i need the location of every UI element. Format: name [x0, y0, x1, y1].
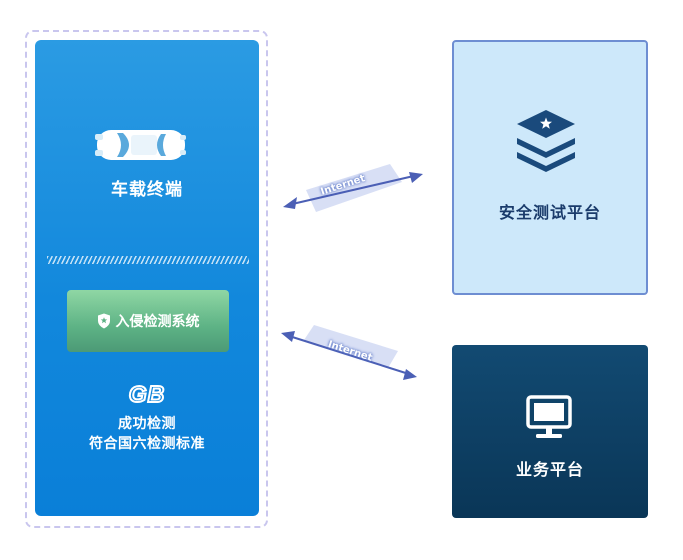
bottom-connection-band: [304, 325, 398, 368]
vehicle-group-frame: [25, 30, 268, 528]
top-connection-band: [306, 164, 402, 212]
ids-label: 入侵检测系统: [115, 314, 200, 330]
gb-logo-icon: GB: [128, 381, 166, 407]
detection-result-line1: 成功检测: [118, 416, 176, 432]
vehicle-terminal-panel: [35, 40, 259, 516]
intrusion-detection-system-button[interactable]: 入侵检测系统: [67, 290, 229, 352]
top-connection-arrow: [287, 174, 419, 206]
top-arrowhead-right: [409, 172, 423, 183]
vehicle-terminal-title: 车载终端: [111, 180, 183, 200]
security-test-platform-title: 安全测试平台: [498, 203, 601, 222]
layers-star-icon: [517, 110, 575, 172]
top-arrowhead-left: [283, 197, 297, 209]
gb-logo-text: GB: [129, 381, 166, 407]
business-platform-title: 业务平台: [515, 460, 584, 479]
shield-star-icon: [97, 313, 110, 329]
car-icon: [95, 130, 186, 160]
bottom-arrowhead-left: [281, 331, 295, 342]
monitor-icon: [526, 395, 572, 438]
internet-connection-arrows: [281, 164, 423, 380]
hatched-divider: [47, 256, 249, 264]
bottom-arrowhead-right: [403, 369, 417, 380]
bottom-connection-arrow: [285, 334, 413, 376]
detection-result-line2: 符合国六检测标准: [89, 436, 205, 452]
